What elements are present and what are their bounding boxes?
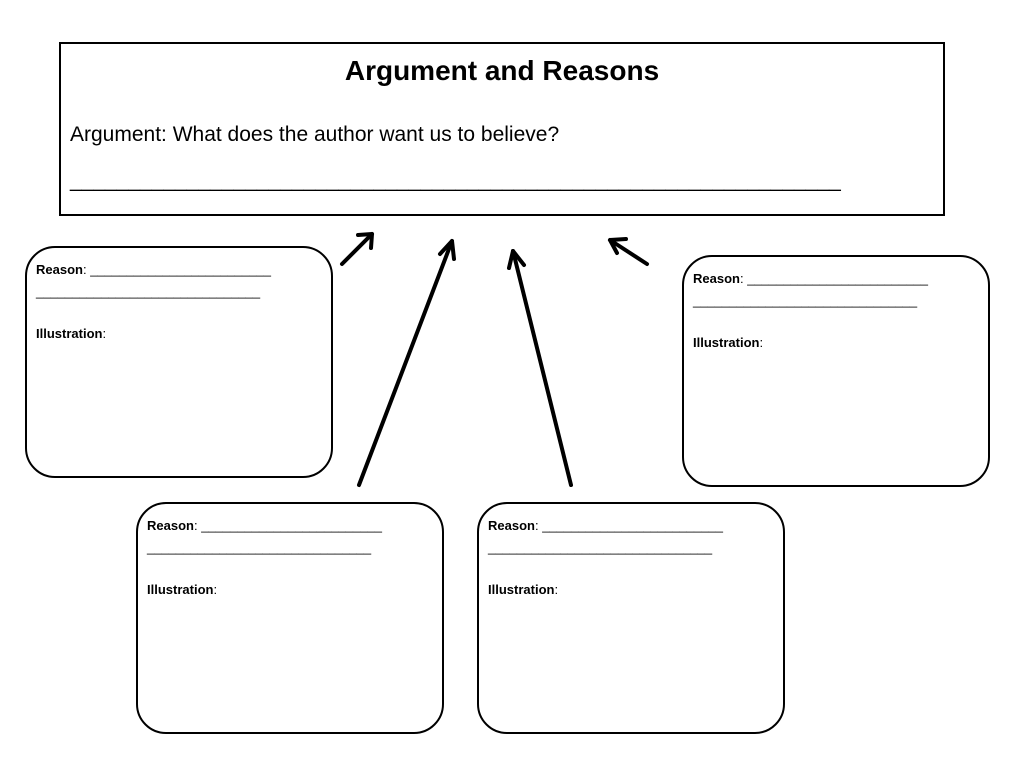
- reason-card-bottom-left: Reason: _________________________ ______…: [136, 502, 444, 734]
- reason-card-bottom-right: Reason: _________________________ ______…: [477, 502, 785, 734]
- illustration-line: Illustration:: [488, 582, 558, 598]
- illustration-colon: :: [759, 335, 764, 350]
- reason-card-top-left: Reason: _________________________ ______…: [25, 246, 333, 478]
- illustration-colon: :: [554, 582, 559, 597]
- arrow-top-right: [608, 237, 649, 266]
- argument-answer-blank[interactable]: ________________________________________…: [70, 169, 841, 192]
- illustration-colon: :: [102, 326, 107, 341]
- argument-prompt: Argument: What does the author want us t…: [70, 123, 560, 146]
- reason-card-top-right: Reason: _________________________ ______…: [682, 255, 990, 487]
- argument-box: Argument and Reasons Argument: What does…: [59, 42, 945, 216]
- reason-colon: :: [534, 518, 539, 533]
- illustration-label: Illustration: [488, 582, 555, 597]
- arrow-bottom-left: [357, 239, 456, 487]
- illustration-label: Illustration: [147, 582, 214, 597]
- arrow-top-left: [340, 232, 374, 266]
- illustration-colon: :: [213, 582, 218, 597]
- reason-blank-1[interactable]: _________________________: [197, 518, 382, 533]
- reason-blank-1[interactable]: _________________________: [86, 262, 271, 277]
- reason-line: Reason: _________________________: [147, 518, 382, 534]
- illustration-label: Illustration: [693, 335, 760, 350]
- reason-label: Reason: [693, 271, 740, 286]
- reason-colon: :: [193, 518, 198, 533]
- illustration-label: Illustration: [36, 326, 103, 341]
- reason-colon: :: [739, 271, 744, 286]
- reason-line: Reason: _________________________: [488, 518, 723, 534]
- reason-label: Reason: [36, 262, 83, 277]
- reason-blank-1[interactable]: _________________________: [538, 518, 723, 533]
- reason-blank-2[interactable]: _______________________________: [693, 293, 918, 308]
- reason-line: Reason: _________________________: [693, 271, 928, 287]
- illustration-line: Illustration:: [693, 335, 763, 351]
- reason-blank-1[interactable]: _________________________: [743, 271, 928, 286]
- diagram-title: Argument and Reasons: [344, 55, 660, 86]
- illustration-line: Illustration:: [147, 582, 217, 598]
- reason-line: Reason: _________________________: [36, 262, 271, 278]
- illustration-line: Illustration:: [36, 326, 106, 342]
- reason-blank-2[interactable]: _______________________________: [36, 284, 261, 299]
- reason-colon: :: [82, 262, 87, 277]
- reason-label: Reason: [147, 518, 194, 533]
- reason-blank-2[interactable]: _______________________________: [488, 540, 713, 555]
- reason-label: Reason: [488, 518, 535, 533]
- reason-blank-2[interactable]: _______________________________: [147, 540, 372, 555]
- arrow-bottom-right: [507, 249, 573, 487]
